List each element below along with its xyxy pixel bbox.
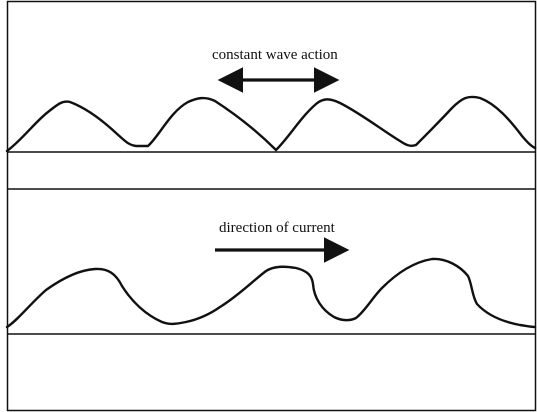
wave-action-label: constant wave action <box>212 47 338 63</box>
current-direction-label: direction of current <box>219 220 336 236</box>
symmetric-ripple-profile <box>7 97 535 151</box>
asymmetric-ripple-profile <box>7 259 535 327</box>
